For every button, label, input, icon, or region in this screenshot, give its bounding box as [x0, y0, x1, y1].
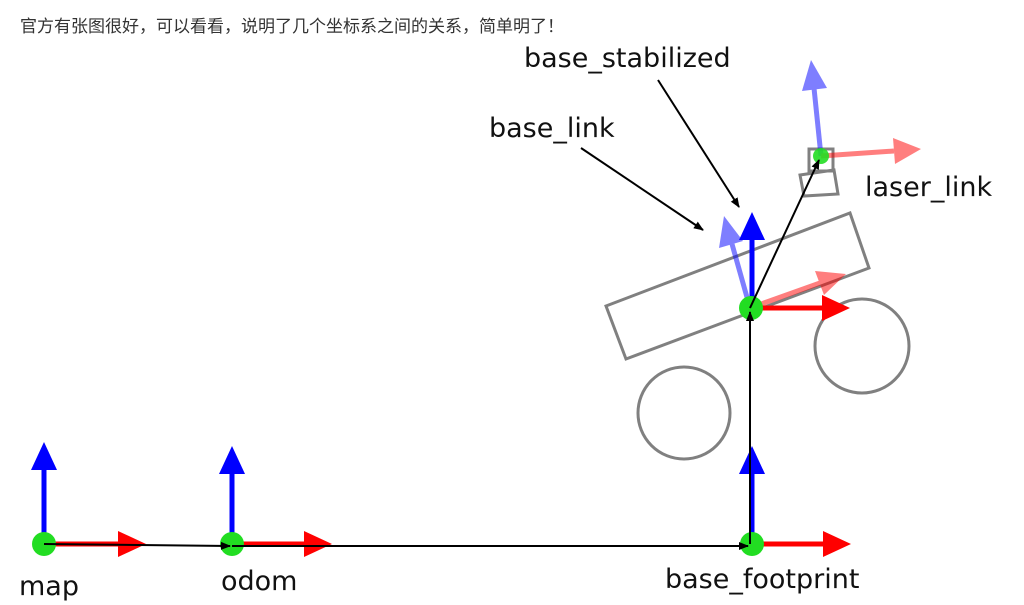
base-footprint-origin	[740, 532, 764, 556]
tf-map-to-odom	[43, 541, 231, 550]
base-footprint-z-arrow	[739, 446, 765, 474]
laser-link-origin	[813, 148, 829, 164]
base-stabilized-z-arrow	[739, 212, 765, 240]
base-link-x-arrow	[815, 271, 846, 295]
base-footprint-x-arrow	[823, 531, 851, 557]
label-odom: odom	[221, 566, 297, 597]
base-stabilized-x-arrow	[822, 295, 850, 321]
frame-base-link	[719, 216, 846, 311]
transform-arrows	[43, 79, 820, 550]
label-base-footprint: base_footprint	[665, 564, 859, 595]
laser-link-x-arrow	[893, 138, 921, 164]
robot-drawing	[604, 147, 911, 461]
frame-base-footprint	[739, 446, 851, 557]
label-base-stabilized: base_stabilized	[524, 43, 731, 74]
odom-z-arrow	[219, 446, 245, 474]
frame-odom	[219, 446, 332, 557]
odom-x-arrow	[304, 531, 332, 557]
map-z-arrow	[31, 442, 57, 470]
label-map: map	[19, 571, 79, 602]
frame-base-stabilized	[739, 212, 850, 321]
odom-origin	[220, 532, 244, 556]
tf-base-link-to-laser-link	[749, 159, 820, 309]
robot-chassis	[604, 211, 871, 361]
label-laser-link: laser_link	[865, 172, 992, 203]
caption-text: 官方有张图很好，可以看看，说明了几个坐标系之间的关系，简单明了！	[20, 17, 564, 37]
robot-front-wheel	[813, 297, 911, 395]
frame-laser-link	[802, 60, 921, 164]
laser-link-z-arrow	[802, 60, 827, 91]
frame-map	[31, 442, 146, 557]
label-pointer-base-stabilized	[657, 79, 740, 208]
laser-mount	[798, 168, 840, 198]
label-pointer-base-link	[580, 147, 704, 231]
label-base-link: base_link	[489, 113, 615, 144]
robot-rear-wheel	[636, 365, 732, 461]
base-link-z-arrow	[719, 216, 743, 248]
